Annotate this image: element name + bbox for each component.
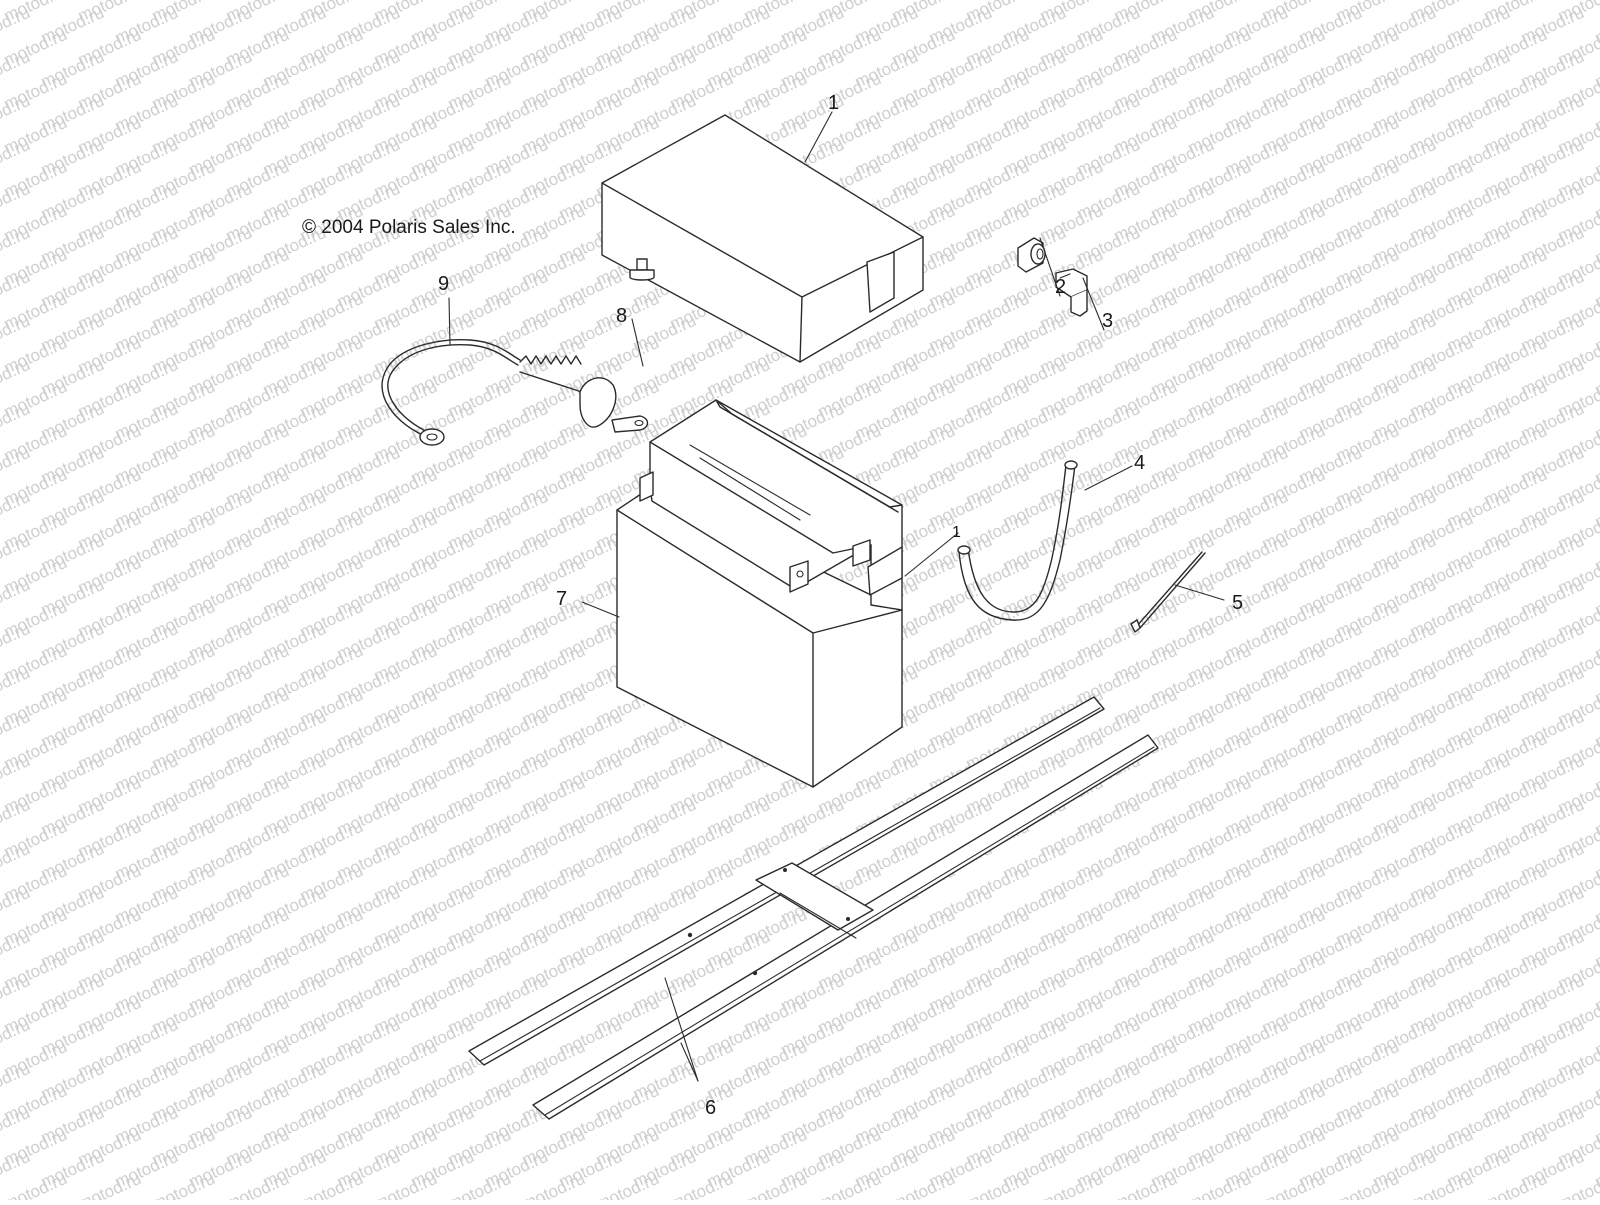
callout-7: 7	[556, 588, 567, 610]
copyright-text: © 2004 Polaris Sales Inc.	[302, 217, 516, 238]
callout-8: 8	[616, 305, 627, 327]
callout-1: 1	[828, 92, 839, 114]
callout-3: 3	[1102, 310, 1113, 332]
callout-9: 9	[438, 273, 449, 295]
ring-terminal	[419, 428, 445, 446]
callout-4: 4	[1134, 452, 1145, 474]
callout-5: 5	[1232, 592, 1243, 614]
callout-2: 2	[1055, 276, 1066, 298]
terminal-left	[639, 471, 654, 502]
callout-1-secondary: 1	[952, 524, 961, 541]
callout-6: 6	[705, 1097, 716, 1119]
